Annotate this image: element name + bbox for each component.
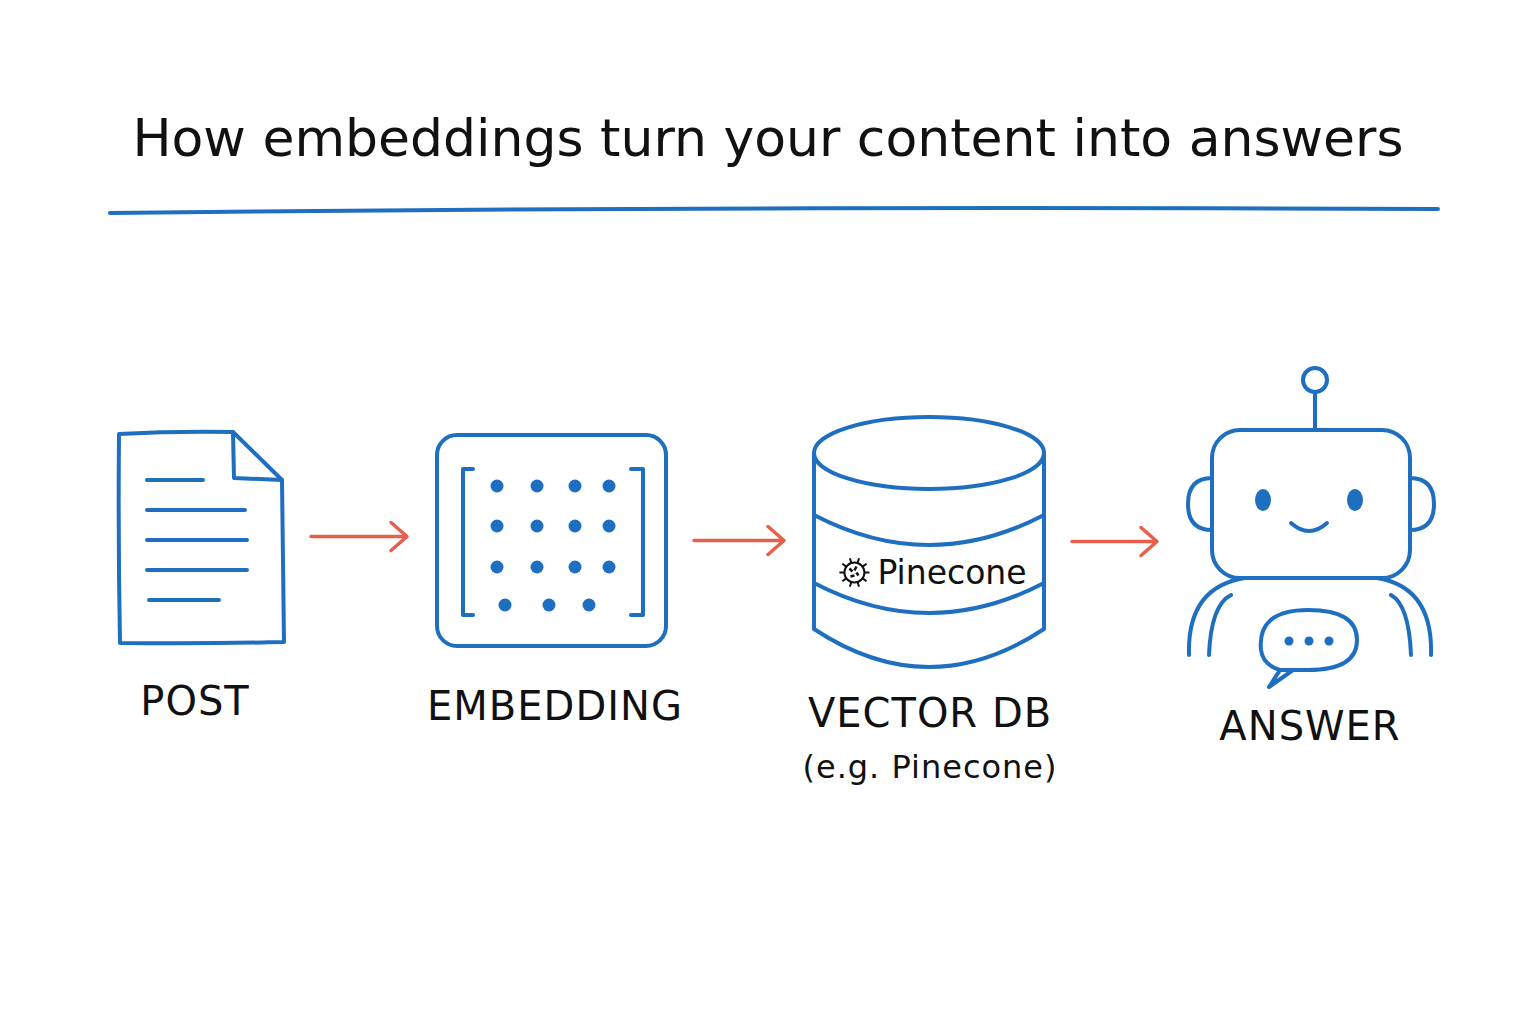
drawing-part bbox=[1209, 595, 1411, 655]
underline-stroke bbox=[110, 208, 1438, 213]
drawing-part bbox=[543, 599, 556, 612]
drawing-part bbox=[1261, 610, 1357, 687]
arrow-stroke bbox=[311, 523, 407, 551]
drawing-part bbox=[531, 520, 544, 533]
band-label: Pinecone bbox=[837, 553, 1026, 592]
step-sublabel: (e.g. Pinecone) bbox=[802, 748, 1057, 786]
drawing-part bbox=[1325, 637, 1334, 646]
embedding-icon: EMBEDDING bbox=[435, 433, 668, 648]
drawing-part bbox=[844, 562, 864, 582]
drawing-part bbox=[1285, 637, 1294, 646]
drawing-part bbox=[603, 561, 616, 574]
embedding-icon-drawing bbox=[435, 433, 668, 648]
drawing-part bbox=[491, 561, 504, 574]
drawing-part bbox=[569, 561, 582, 574]
drawing-part bbox=[499, 599, 512, 612]
db-brand-text: Pinecone bbox=[877, 553, 1026, 592]
drawing-part bbox=[233, 432, 282, 480]
step-label: POST bbox=[140, 678, 249, 724]
drawing-part bbox=[1255, 489, 1271, 511]
drawing-part bbox=[583, 599, 596, 612]
drawing-part bbox=[1305, 637, 1314, 646]
drawing-part bbox=[119, 432, 284, 644]
robot-icon: ANSWER bbox=[1185, 365, 1435, 690]
drawing-part bbox=[1291, 523, 1327, 531]
drawing-part bbox=[603, 520, 616, 533]
drawing-part bbox=[1347, 489, 1363, 511]
arrow-stroke bbox=[1072, 528, 1157, 556]
drawing-part bbox=[814, 417, 1044, 489]
drawing-part bbox=[1303, 368, 1327, 392]
drawing-part bbox=[1189, 578, 1431, 655]
drawing-part bbox=[491, 480, 504, 493]
drawing-part bbox=[437, 435, 666, 646]
drawing-part bbox=[147, 480, 247, 600]
step-label: VECTOR DB bbox=[808, 690, 1052, 736]
diagram-title: How embeddings turn your content into an… bbox=[0, 108, 1536, 168]
drawing-part bbox=[491, 520, 504, 533]
pinecone-logo bbox=[837, 555, 871, 589]
drawing-part bbox=[814, 515, 1044, 613]
document-icon-drawing bbox=[115, 428, 285, 645]
arrow-stroke bbox=[694, 527, 784, 555]
drawing-part bbox=[603, 480, 616, 493]
drawing-part bbox=[531, 480, 544, 493]
drawing-part bbox=[849, 566, 858, 576]
drawing-part bbox=[1212, 430, 1410, 578]
flow-arrow bbox=[1072, 528, 1157, 556]
database-cylinder-drawing bbox=[812, 415, 1046, 668]
drawing-part bbox=[569, 480, 582, 493]
drawing-part bbox=[1313, 392, 1317, 430]
drawing-part bbox=[531, 561, 544, 574]
flow-arrow bbox=[694, 527, 784, 555]
drawing-part bbox=[569, 520, 582, 533]
drawing-part bbox=[1188, 478, 1434, 530]
document-icon: POST bbox=[115, 428, 285, 645]
database-cylinder: PineconeVECTOR DB(e.g. Pinecone) bbox=[812, 415, 1046, 668]
step-label: EMBEDDING bbox=[427, 683, 683, 729]
flow-arrow bbox=[311, 523, 407, 551]
drawing-part bbox=[463, 469, 643, 615]
drawing-part bbox=[814, 453, 1044, 667]
robot-icon-drawing bbox=[1185, 365, 1435, 690]
step-label: ANSWER bbox=[1219, 703, 1400, 749]
